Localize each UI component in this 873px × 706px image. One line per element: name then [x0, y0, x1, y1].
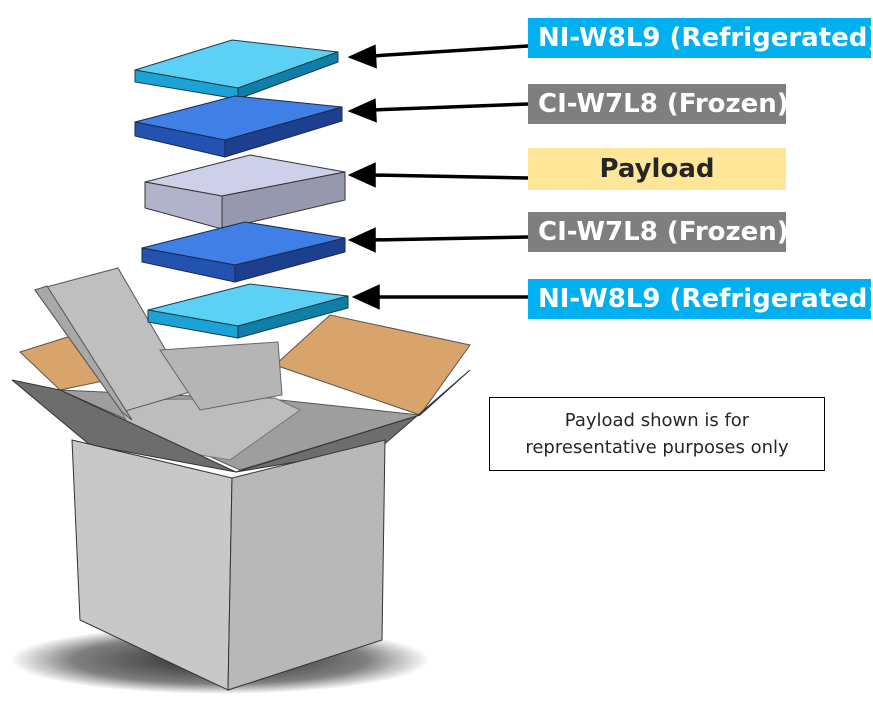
disclaimer-line-2: representative purposes only: [525, 437, 789, 458]
arrow-4-head: [347, 227, 376, 253]
arrow-2-head: [347, 98, 377, 123]
label-payload: Payload: [528, 148, 786, 190]
label-frozen-bottom: CI-W7L8 (Frozen): [528, 212, 789, 252]
insulation-panel-inner: [159, 341, 283, 411]
label-refrigerated-top: NI-W8L9 (Refrigerated): [528, 18, 873, 58]
disclaimer-note: Payload shown is for representative purp…: [489, 397, 825, 471]
arrow-1-head: [347, 44, 377, 69]
arrows: [347, 44, 529, 310]
arrow-1: [371, 44, 529, 58]
arrow-2: [371, 102, 529, 112]
disclaimer-line-1: Payload shown is for: [564, 410, 750, 431]
insulation-panel-edge: [34, 285, 133, 421]
arrow-4: [371, 235, 529, 242]
box-flap-back-right: [274, 314, 471, 416]
label-refrigerated-bottom: NI-W8L9 (Refrigerated): [528, 279, 873, 319]
pack-frozen-bottom: [141, 221, 346, 283]
shipping-box: [11, 267, 471, 691]
pack-frozen-top: [134, 95, 343, 158]
arrow-3: [371, 173, 529, 180]
box-face-right: [227, 439, 386, 691]
pack-refrigerated-bottom: [147, 283, 349, 339]
arrow-5-head: [351, 284, 380, 310]
arrow-3-head: [347, 162, 376, 188]
payload-block: [144, 154, 346, 230]
label-frozen-top: CI-W7L8 (Frozen): [528, 84, 789, 124]
pack-refrigerated-top: [134, 39, 339, 100]
